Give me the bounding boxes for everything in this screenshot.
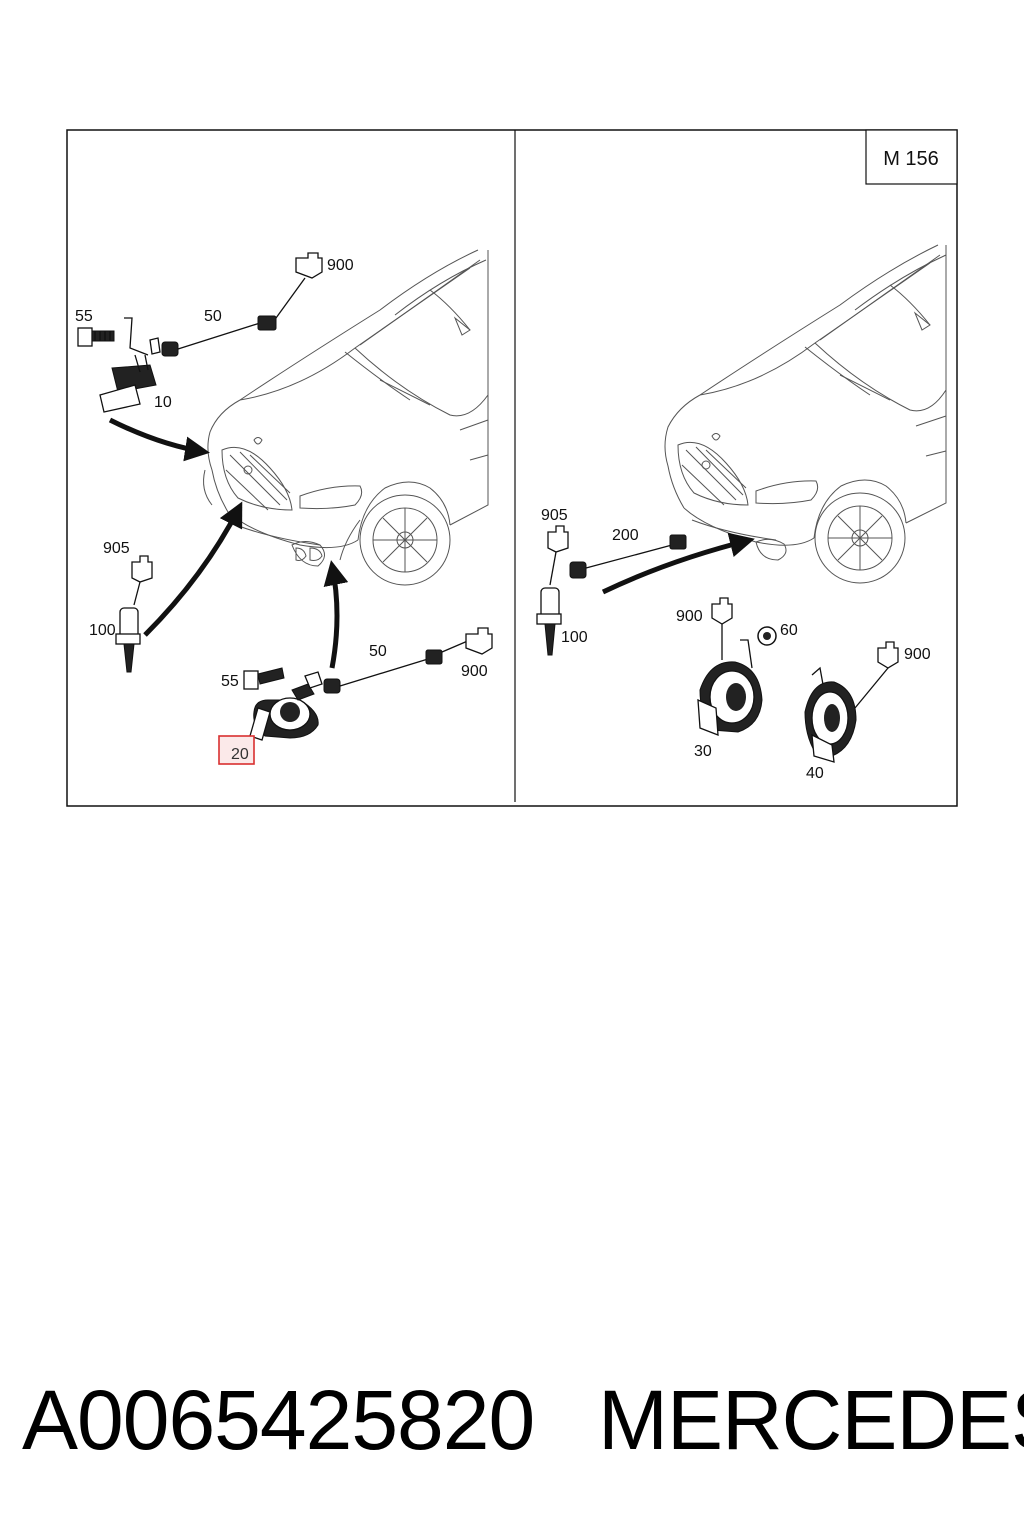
label-10: 10	[154, 394, 172, 411]
label-100-right: 100	[561, 629, 588, 646]
part-900-connector-top[interactable]	[295, 252, 323, 279]
label-200: 200	[612, 527, 639, 544]
diagram-frame	[66, 129, 958, 807]
part-20-horn[interactable]	[249, 671, 323, 741]
car-front-left-panel	[203, 249, 489, 586]
label-55-bottom: 55	[221, 673, 239, 690]
model-badge: M 156	[865, 129, 958, 185]
part-60-nut[interactable]	[757, 626, 777, 646]
label-100-left: 100	[89, 622, 116, 639]
label-20: 20	[231, 746, 249, 763]
label-900-bottom: 900	[461, 663, 488, 680]
highlight-box-20	[218, 735, 255, 765]
brand-name: MERCEDES	[598, 1373, 1024, 1467]
label-50-top: 50	[204, 308, 222, 325]
part-905-connector-left[interactable]	[131, 555, 153, 606]
left-panel-arrows	[108, 417, 349, 669]
model-badge-text: M 156	[883, 148, 939, 170]
part-number: A0065425820	[22, 1373, 535, 1467]
part-30-horn[interactable]	[697, 639, 763, 736]
part-900-connector-horn40[interactable]	[854, 641, 899, 709]
part-50-cable-bottom[interactable]	[323, 639, 471, 694]
part-905-connector-right[interactable]	[547, 525, 569, 586]
right-panel-arrow	[601, 532, 755, 595]
label-900-horn30: 900	[676, 608, 703, 625]
part-900-connector-bottom[interactable]	[465, 627, 493, 655]
part-200-cable[interactable]	[569, 534, 687, 579]
callout-labels: 55 50 900 10 905 100 55 50 900 20 905 20…	[75, 257, 931, 782]
part-100-sensor-left[interactable]	[115, 607, 141, 673]
label-905-right: 905	[541, 507, 568, 524]
label-40: 40	[806, 765, 824, 782]
part-100-sensor-right[interactable]	[536, 587, 562, 656]
label-905-left: 905	[103, 540, 130, 557]
part-900-connector-horn30[interactable]	[711, 597, 733, 660]
car-front-right-panel	[664, 244, 947, 584]
part-50-cable-top[interactable]	[161, 277, 306, 357]
part-55-bolt-bottom[interactable]	[243, 667, 285, 690]
label-50-bottom: 50	[369, 643, 387, 660]
part-55-bolt-top[interactable]	[77, 327, 115, 347]
label-900-top: 900	[327, 257, 354, 274]
label-900-horn40: 900	[904, 646, 931, 663]
label-30: 30	[694, 743, 712, 760]
label-55-top: 55	[75, 308, 93, 325]
footer: A0065425820 MERCEDES	[0, 1365, 1024, 1475]
part-10-sensor-bracket[interactable]	[99, 317, 161, 413]
part-40-horn[interactable]	[804, 666, 857, 763]
label-60: 60	[780, 622, 798, 639]
